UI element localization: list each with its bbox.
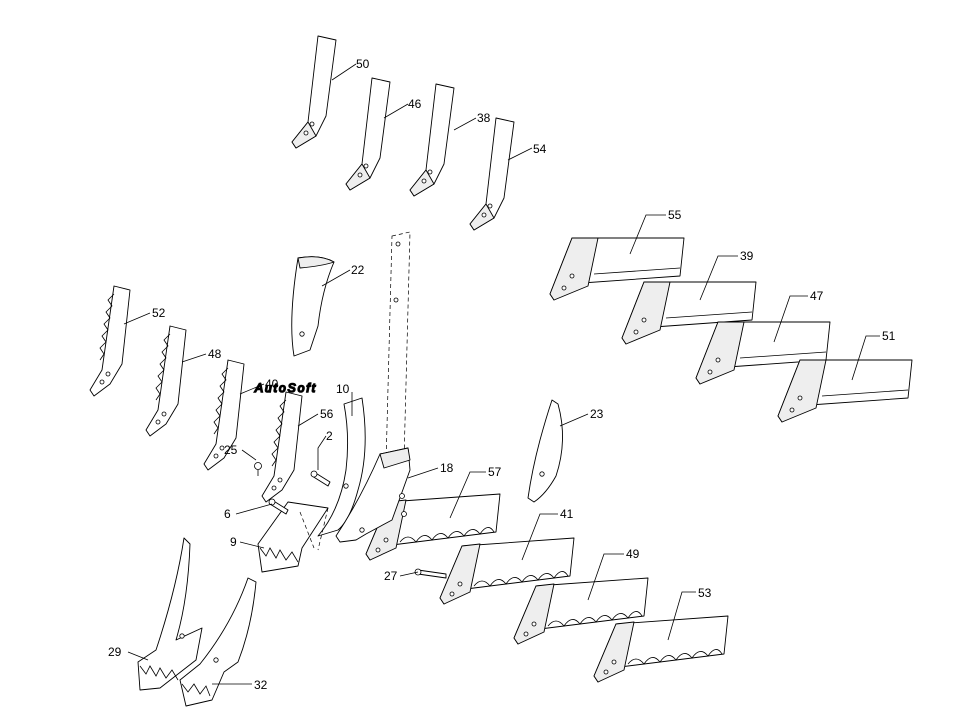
part-29 — [137, 537, 203, 691]
label-29: 29 — [108, 645, 122, 659]
label-27: 27 — [384, 569, 398, 583]
label-52: 52 — [152, 306, 166, 320]
part-23 — [527, 399, 563, 503]
part-22 — [291, 256, 335, 357]
part-27 — [414, 568, 447, 579]
label-51: 51 — [882, 329, 896, 343]
label-38: 38 — [477, 111, 491, 125]
label-56: 56 — [320, 407, 334, 421]
part-56 — [261, 391, 303, 503]
label-53: 53 — [698, 586, 712, 600]
label-18: 18 — [440, 461, 454, 475]
label-22: 22 — [351, 263, 365, 277]
label-25: 25 — [224, 443, 238, 457]
label-48: 48 — [208, 347, 222, 361]
label-23: 23 — [590, 407, 604, 421]
part-51 — [777, 359, 913, 423]
label-40: 40 — [265, 377, 279, 391]
part-46 — [345, 77, 391, 191]
part-18 — [335, 447, 411, 543]
standard-post — [385, 231, 411, 465]
label-46: 46 — [408, 97, 422, 111]
part-52 — [89, 285, 131, 397]
label-9: 9 — [230, 535, 237, 549]
part-50 — [291, 35, 337, 149]
part-9 — [257, 501, 329, 573]
part-32 — [179, 577, 257, 707]
part-53 — [593, 615, 729, 683]
label-6: 6 — [224, 507, 231, 521]
label-39: 39 — [740, 249, 754, 263]
part-labels: 50 46 38 54 55 39 47 51 22 52 48 40 10 5… — [108, 57, 896, 692]
part-54 — [469, 117, 515, 231]
watermark-text: AutoSoft — [254, 381, 317, 395]
label-10: 10 — [336, 382, 350, 396]
part-10 — [317, 397, 366, 537]
label-32: 32 — [254, 678, 268, 692]
label-41: 41 — [560, 507, 574, 521]
label-50: 50 — [356, 57, 370, 71]
leader-lines — [123, 63, 880, 685]
label-2: 2 — [326, 429, 333, 443]
label-49: 49 — [626, 547, 640, 561]
label-57: 57 — [488, 465, 502, 479]
part-6 — [268, 498, 289, 515]
part-48 — [145, 325, 187, 437]
part-2 — [310, 470, 331, 487]
label-47: 47 — [810, 289, 824, 303]
label-54: 54 — [533, 142, 547, 156]
part-25 — [254, 462, 262, 476]
label-55: 55 — [668, 208, 682, 222]
